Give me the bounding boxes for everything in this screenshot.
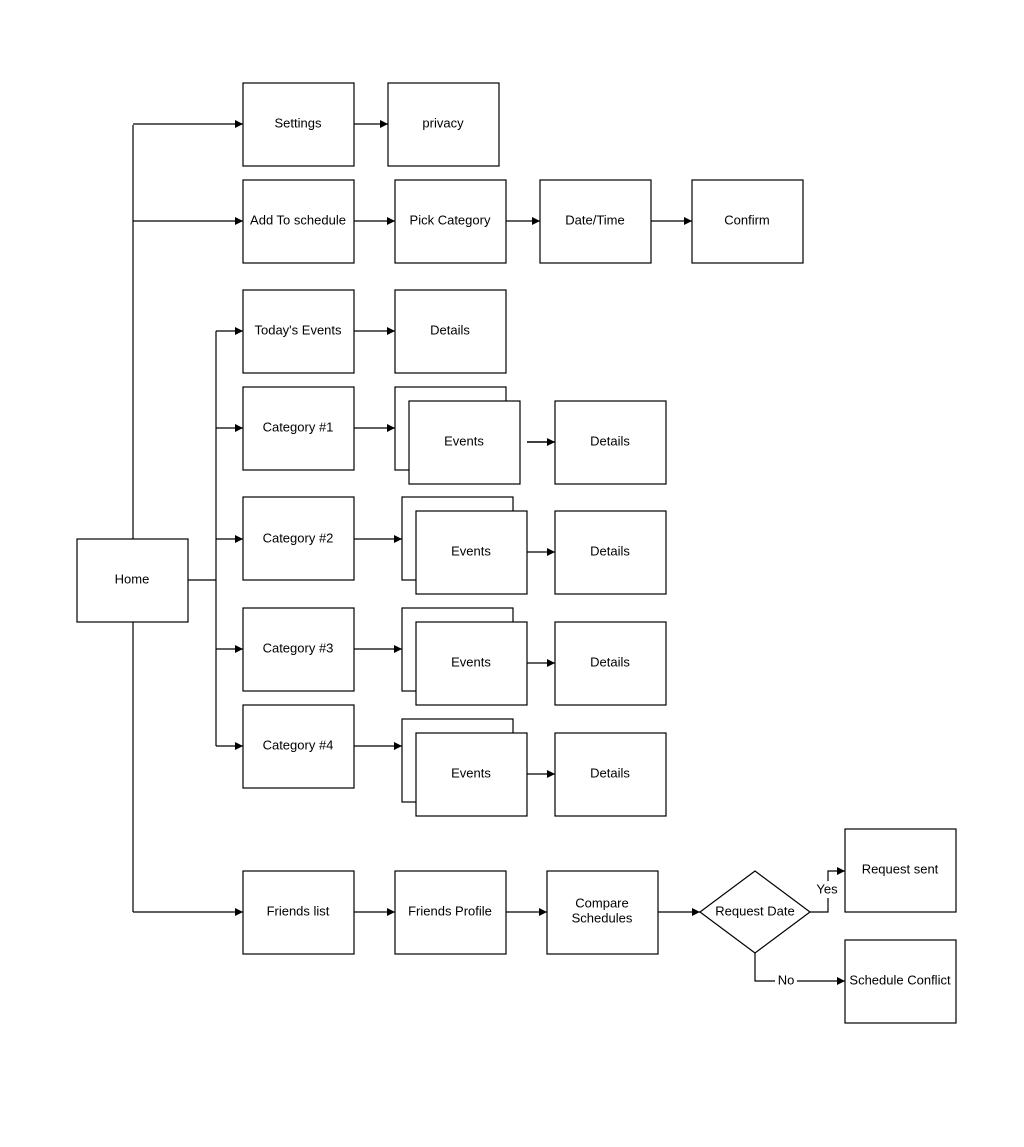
category-3-label: Category #3 bbox=[263, 640, 334, 655]
pick-category-label: Pick Category bbox=[410, 212, 491, 227]
events-1-node bbox=[408, 400, 521, 485]
request-date-decision bbox=[698, 870, 812, 954]
request-date-label: Request Date bbox=[715, 903, 795, 918]
compare-schedules-node bbox=[546, 870, 659, 955]
category-4-label: Category #4 bbox=[263, 737, 334, 752]
events-1-label: Events bbox=[444, 433, 484, 448]
confirm-label: Confirm bbox=[724, 212, 770, 227]
events-4-label: Events bbox=[451, 765, 491, 780]
category-3-node bbox=[242, 607, 355, 692]
home-label: Home bbox=[115, 571, 150, 586]
category-1-node bbox=[242, 386, 355, 471]
friends-list-node bbox=[242, 870, 355, 955]
request-sent-label: Request sent bbox=[862, 861, 939, 876]
todays-events-node bbox=[242, 289, 355, 374]
edge-label-yes: Yes bbox=[816, 881, 838, 896]
request-sent-node bbox=[844, 828, 957, 913]
pick-category-node bbox=[394, 179, 507, 264]
privacy-node bbox=[387, 82, 500, 167]
friends-profile-node bbox=[394, 870, 507, 955]
category-1-label: Category #1 bbox=[263, 419, 334, 434]
details-3-node bbox=[554, 621, 667, 706]
friends-list-label: Friends list bbox=[267, 903, 330, 918]
arrow-decision-no bbox=[754, 953, 845, 985]
events-4-node bbox=[415, 732, 528, 817]
todays-events-label: Today's Events bbox=[254, 322, 342, 337]
compare-schedules-label-line2: Schedules bbox=[572, 910, 633, 925]
details-4-label: Details bbox=[590, 765, 630, 780]
settings-node bbox=[242, 82, 355, 167]
todays-details-label: Details bbox=[430, 322, 470, 337]
home-node bbox=[76, 538, 189, 623]
category-4-node bbox=[242, 704, 355, 789]
events-3-label: Events bbox=[451, 654, 491, 669]
add-to-schedule-node bbox=[242, 179, 355, 264]
confirm-node bbox=[691, 179, 804, 264]
events-2-label: Events bbox=[451, 543, 491, 558]
privacy-label: privacy bbox=[422, 115, 464, 130]
details-1-label: Details bbox=[590, 433, 630, 448]
edge-label-no: No bbox=[778, 972, 795, 987]
date-time-node bbox=[539, 179, 652, 264]
details-3-label: Details bbox=[590, 654, 630, 669]
details-2-node bbox=[554, 510, 667, 595]
schedule-conflict-node bbox=[844, 939, 957, 1024]
friends-profile-label: Friends Profile bbox=[408, 903, 492, 918]
add-to-schedule-label: Add To schedule bbox=[250, 212, 346, 227]
todays-details-node bbox=[394, 289, 507, 374]
details-2-label: Details bbox=[590, 543, 630, 558]
settings-label: Settings bbox=[275, 115, 322, 130]
details-1-node bbox=[554, 400, 667, 485]
details-4-node bbox=[554, 732, 667, 817]
compare-schedules-label-line1: Compare bbox=[575, 895, 628, 910]
date-time-label: Date/Time bbox=[565, 212, 624, 227]
category-2-node bbox=[242, 496, 355, 581]
category-2-label: Category #2 bbox=[263, 530, 334, 545]
events-2-node bbox=[415, 510, 528, 595]
schedule-conflict-label: Schedule Conflict bbox=[849, 972, 951, 987]
events-3-node bbox=[415, 621, 528, 706]
